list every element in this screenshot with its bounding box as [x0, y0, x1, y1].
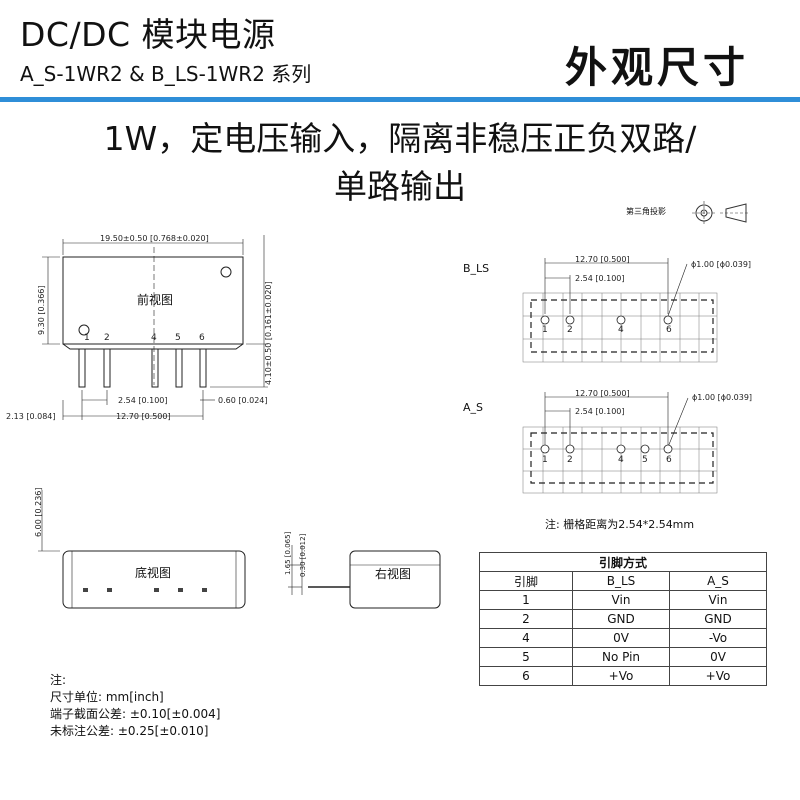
a-s-pin-grid: A_S 12.70 [0.500] 2.54 [0.100] ϕ1.00 [ϕ0… [463, 389, 752, 494]
table-cell: 6 [479, 666, 573, 686]
front-view-drawing: 19.50±0.50 [0.768±0.020] 9.30 [0.366] 4.… [6, 234, 273, 421]
b-ls-pin: 1 [542, 325, 548, 335]
dim-pin-width: 0.60 [0.024] [218, 396, 268, 405]
dim-front-height: 9.30 [0.366] [37, 286, 46, 336]
a-s-pin: 5 [642, 455, 648, 465]
a-s-pin: 4 [618, 455, 624, 465]
pin-table-caption: 引脚方式 [479, 552, 767, 572]
b-ls-pin: 2 [567, 325, 573, 335]
header-cell: B_LS [572, 571, 670, 591]
dim-pin-offset: 2.13 [0.084] [6, 412, 56, 421]
product-series: A_S-1WR2 & B_LS-1WR2 系列 [20, 62, 312, 86]
header-cell: 引脚 [479, 571, 573, 591]
product-tagline: 1W，定电压输入，隔离非稳压正负双路/ 单路输出 [0, 115, 800, 211]
b-ls-pin: 4 [618, 325, 624, 335]
grid-note: 注: 栅格距离为2.54*2.54mm [545, 518, 695, 531]
table-cell: GND [572, 609, 670, 629]
front-body-outline [62, 256, 244, 345]
dim-pin-length: 4.10±0.50 [0.161±0.020] [264, 281, 273, 385]
table-cell: 4 [479, 628, 573, 648]
front-pin-label: 2 [104, 333, 110, 343]
b-ls-dim-pitch: 2.54 [0.100] [575, 274, 625, 283]
table-cell: 2 [479, 609, 573, 629]
b-ls-pin-grid: B_LS 12.70 [0.500] 2.54 [0.100] ϕ1.00 [ϕ… [463, 255, 751, 363]
b-ls-dim-span: 12.70 [0.500] [575, 255, 630, 264]
dim-standoff: 1.65 [0.065] [284, 531, 292, 575]
front-view-label: 前视图 [137, 292, 173, 307]
pin-table-header: 引脚 B_LS A_S [479, 571, 767, 591]
bottom-view-drawing: 6.00 [0.236] 底视图 [34, 488, 246, 609]
a-s-pin: 2 [567, 455, 573, 465]
note-unit: 尺寸单位: mm[inch] [50, 690, 164, 704]
note-general-tolerance: 未标注公差: ±0.25[±0.010] [50, 724, 209, 738]
front-pin-label: 1 [84, 333, 90, 343]
front-pin-label: 6 [199, 333, 205, 343]
dim-pin-thickness: 0.30 [0.012] [299, 533, 307, 577]
a-s-pin: 6 [666, 455, 672, 465]
notes-title: 注: [50, 673, 67, 687]
header-cell: A_S [669, 571, 767, 591]
table-cell: Vin [572, 590, 670, 610]
right-view-drawing: 1.65 [0.065] 0.30 [0.012] 右视图 [284, 531, 441, 609]
table-cell: -Vo [669, 628, 767, 648]
header-divider [0, 97, 800, 102]
table-cell: Vin [669, 590, 767, 610]
a-s-dim-hole: ϕ1.00 [ϕ0.039] [692, 393, 752, 402]
front-pin-label: 4 [151, 333, 157, 343]
table-row: 2 GND GND [479, 609, 767, 629]
b-ls-pin: 6 [666, 325, 672, 335]
section-title: 外观尺寸 [565, 43, 750, 92]
table-row: 5 No Pin 0V [479, 647, 767, 667]
b-ls-label: B_LS [463, 262, 489, 275]
tagline-line-2: 单路输出 [334, 167, 466, 206]
right-view-label: 右视图 [375, 566, 411, 581]
projection-label: 第三角投影 [626, 207, 666, 216]
table-row: 6 +Vo +Vo [479, 666, 767, 686]
table-cell: 0V [669, 647, 767, 667]
product-title: DC/DC 模块电源 [20, 15, 276, 54]
a-s-label: A_S [463, 401, 483, 414]
front-pin-label: 5 [175, 333, 181, 343]
a-s-pin: 1 [542, 455, 548, 465]
table-cell: 5 [479, 647, 573, 667]
a-s-dim-pitch: 2.54 [0.100] [575, 407, 625, 416]
note-pin-tolerance: 端子截面公差: ±0.10[±0.004] [50, 707, 221, 721]
table-cell: +Vo [572, 666, 670, 686]
dim-pin-pitch: 2.54 [0.100] [118, 396, 168, 405]
table-cell: GND [669, 609, 767, 629]
table-row: 1 Vin Vin [479, 590, 767, 610]
tagline-line-1: 1W，定电压输入，隔离非稳压正负双路/ [103, 119, 697, 158]
dim-front-width: 19.50±0.50 [0.768±0.020] [100, 234, 209, 243]
table-cell: 1 [479, 590, 573, 610]
notes-block: 注: 尺寸单位: mm[inch] 端子截面公差: ±0.10[±0.004] … [50, 672, 220, 740]
table-row: 4 0V -Vo [479, 628, 767, 648]
bottom-view-label: 底视图 [135, 565, 171, 580]
dim-body-thickness: 6.00 [0.236] [34, 488, 43, 538]
table-cell: +Vo [669, 666, 767, 686]
dim-pin-span: 12.70 [0.500] [116, 412, 171, 421]
a-s-dim-span: 12.70 [0.500] [575, 389, 630, 398]
pin-table: 引脚方式 引脚 B_LS A_S 1 Vin Vin 2 GND GND 4 0… [479, 552, 767, 686]
table-cell: No Pin [572, 647, 670, 667]
table-cell: 0V [572, 628, 670, 648]
third-angle-projection-icon [692, 201, 750, 225]
b-ls-dim-hole: ϕ1.00 [ϕ0.039] [691, 260, 751, 269]
front-orientation-dot [220, 266, 232, 278]
